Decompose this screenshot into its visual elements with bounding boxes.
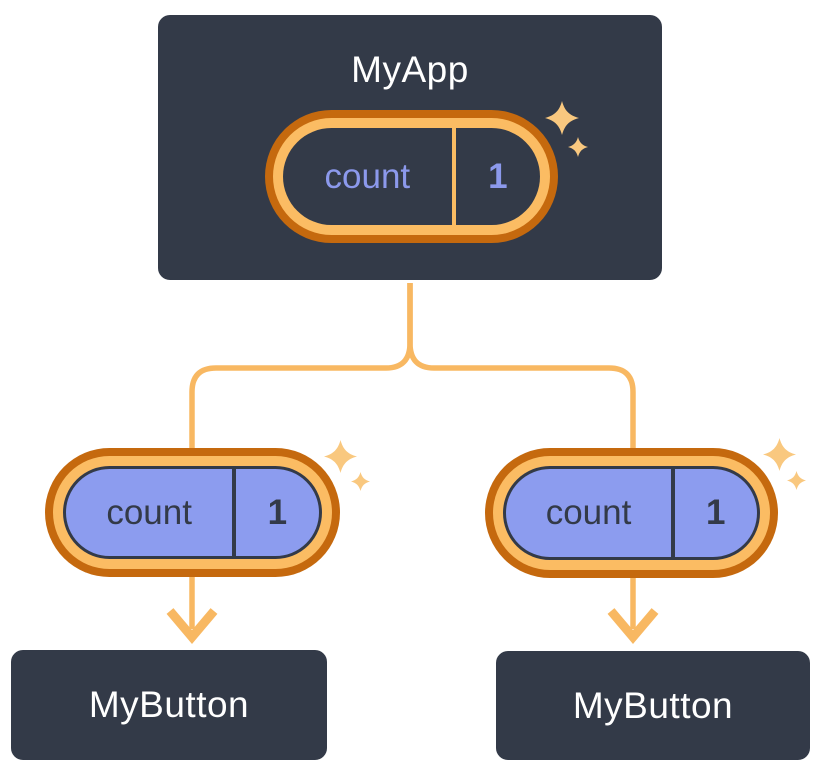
connector-branch-right (407, 270, 636, 629)
arrow-down-icon (166, 608, 218, 644)
component-title: MyButton (572, 684, 734, 726)
sparkle-icon (351, 472, 370, 491)
sparkle-icon (763, 438, 796, 471)
pill-label: count (324, 156, 411, 196)
arrow-down-icon (607, 608, 659, 644)
sparkle-icon (324, 440, 357, 473)
pill-label: count (106, 492, 192, 532)
sparkle-icon (787, 471, 806, 490)
sparkle-icon (568, 137, 588, 157)
component-card-mybutton-left: MyButton (8, 647, 330, 763)
pill-value: 1 (706, 493, 726, 532)
state-pill-left: count 1 (45, 448, 340, 577)
pill-divider (451, 128, 456, 225)
component-card-mybutton-right: MyButton (493, 648, 813, 763)
pill-value: 1 (267, 492, 288, 532)
component-title: MyApp (351, 49, 469, 90)
pill-divider (671, 469, 675, 557)
state-pill-root: count 1 (265, 110, 558, 243)
pill-value: 1 (488, 156, 508, 196)
component-title: MyButton (88, 684, 250, 725)
pill-label: count (545, 493, 632, 532)
state-pill-right: count 1 (485, 448, 778, 578)
sparkle-icon (545, 101, 579, 135)
pill-divider (232, 469, 236, 556)
